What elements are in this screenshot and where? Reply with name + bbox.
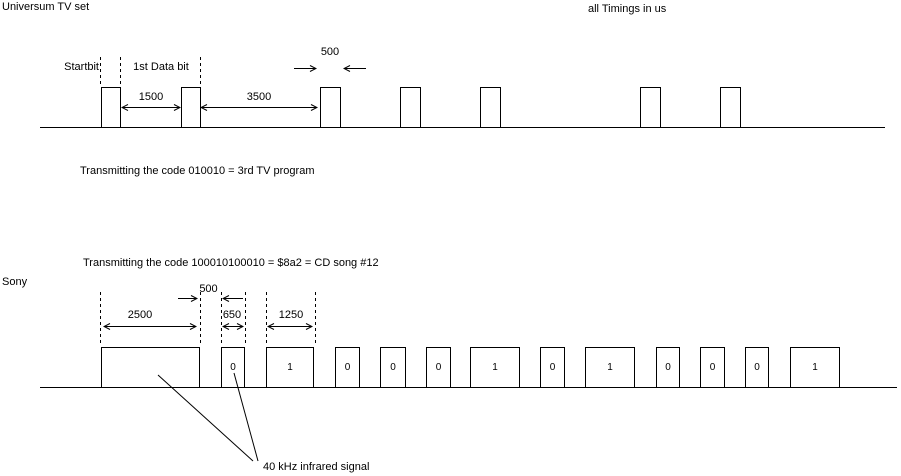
annotation-leader-line [157,374,254,462]
universum-pulse [480,87,501,128]
universum-caption: Transmitting the code 010010 = 3rd TV pr… [80,165,315,177]
sony-bit-pulse: 0 [221,347,245,387]
sony-bit-pulse: 0 [656,347,680,387]
sony-one-pulse-label: 1250 [278,309,304,321]
sony-bit-pulse: 1 [585,347,635,387]
universum-title: Universum TV set [2,1,90,13]
sony-bit-pulse: 0 [426,347,451,387]
sony-annotation: 40 kHz infrared signal [263,461,370,473]
universum-pulse [181,87,201,128]
universum-gap-one-label: 3500 [246,91,272,103]
universum-pulse-width-label: 500 [320,46,340,58]
universum-pulse [640,87,661,128]
sony-caption: Transmitting the code 100010100010 = $8a… [83,257,379,269]
sony-gap-label: 500 [199,283,218,295]
sony-bit-pulse: 0 [745,347,769,387]
universum-startbit-pulse [101,87,121,128]
universum-pulse [720,87,741,128]
sony-bit-pulse: 1 [470,347,520,387]
startbit-label: Startbit [64,61,99,73]
units-note: all Timings in us [588,3,667,15]
sony-bit-pulse: 0 [540,347,565,387]
sony-bit-pulse: 0 [335,347,360,387]
sony-bit-pulse: 0 [380,347,406,387]
sony-bit-pulse: 1 [266,347,314,387]
universum-gap-zero-label: 1500 [138,91,164,103]
sony-start-pulse-label: 2500 [127,309,153,321]
first-databit-label: 1st Data bit [133,61,189,73]
sony-zero-pulse-label: 650 [222,309,242,321]
sony-start-pulse [101,347,200,387]
sony-title: Sony [2,276,28,288]
sony-bit-pulse: 1 [790,347,840,387]
universum-pulse [320,87,341,128]
sony-bit-pulse: 0 [700,347,725,387]
universum-pulse [400,87,421,128]
